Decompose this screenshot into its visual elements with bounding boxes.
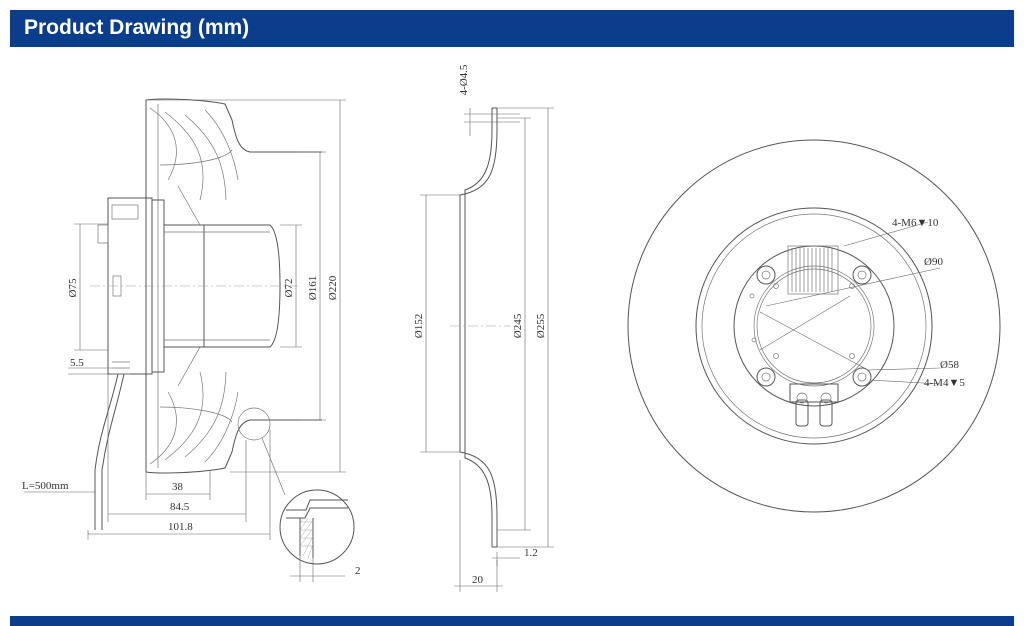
dim-101-8: 101.8 <box>168 521 193 533</box>
dim-d255: Ø255 <box>535 313 547 338</box>
dim-m6: 4-M6▼10 <box>892 217 939 229</box>
cable-length-label: L=500mm <box>22 480 69 492</box>
dim-d161: Ø161 <box>307 276 319 300</box>
detail-circle <box>237 407 271 441</box>
cable-gland <box>789 383 839 427</box>
impeller-blades-top <box>149 107 239 201</box>
small-holes <box>749 283 855 359</box>
dim-84-5: 84.5 <box>170 501 190 513</box>
heat-sink-fins <box>787 245 839 295</box>
dim-1-2: 1.2 <box>524 547 538 559</box>
dim-d72: Ø72 <box>283 279 295 298</box>
dim-2: 2 <box>355 565 361 577</box>
front-view: 4-M6▼10 Ø90 Ø58 4-M4▼5 <box>627 139 1001 513</box>
dim-d75: Ø75 <box>67 278 79 297</box>
dim-d90: Ø90 <box>924 256 943 268</box>
impeller-blades-bottom <box>149 371 239 465</box>
profile-view: 4-Ø4.5 Ø152 Ø245 Ø255 1.2 20 <box>413 64 554 592</box>
outer-circle <box>627 139 1001 513</box>
inlet-ring-profile-inner <box>464 108 493 547</box>
dim-d152: Ø152 <box>413 314 425 338</box>
side-view: Ø75 Ø72 Ø161 Ø220 5.5 L=500mm 38 84.5 10… <box>22 98 361 582</box>
inlet-ring-profile-outer <box>459 108 498 547</box>
dim-4-holes: 4-Ø4.5 <box>458 64 470 95</box>
dim-d245: Ø245 <box>512 313 524 338</box>
impeller-bottom-edge <box>145 419 322 474</box>
dim-20: 20 <box>472 574 484 586</box>
dim-38: 38 <box>172 481 184 493</box>
impeller-ring <box>695 207 933 445</box>
dimension-lines-profile <box>420 107 554 592</box>
mounting-bosses <box>756 265 872 387</box>
page-title: Product Drawing (mm) <box>24 16 250 39</box>
dim-5-5: 5.5 <box>70 357 84 369</box>
dim-d58: Ø58 <box>940 359 959 371</box>
dim-m4: 4-M4▼5 <box>924 377 965 389</box>
dimension-lines-side <box>24 99 346 540</box>
footer-bar <box>10 616 1014 626</box>
detail-view: 2 <box>279 489 361 582</box>
impeller-top-edge <box>145 98 322 153</box>
cable-2 <box>101 373 125 530</box>
header-bar: Product Drawing (mm) <box>10 10 1014 47</box>
cable-1 <box>94 373 119 530</box>
dim-d220: Ø220 <box>327 275 339 300</box>
inner-circle <box>753 265 875 387</box>
